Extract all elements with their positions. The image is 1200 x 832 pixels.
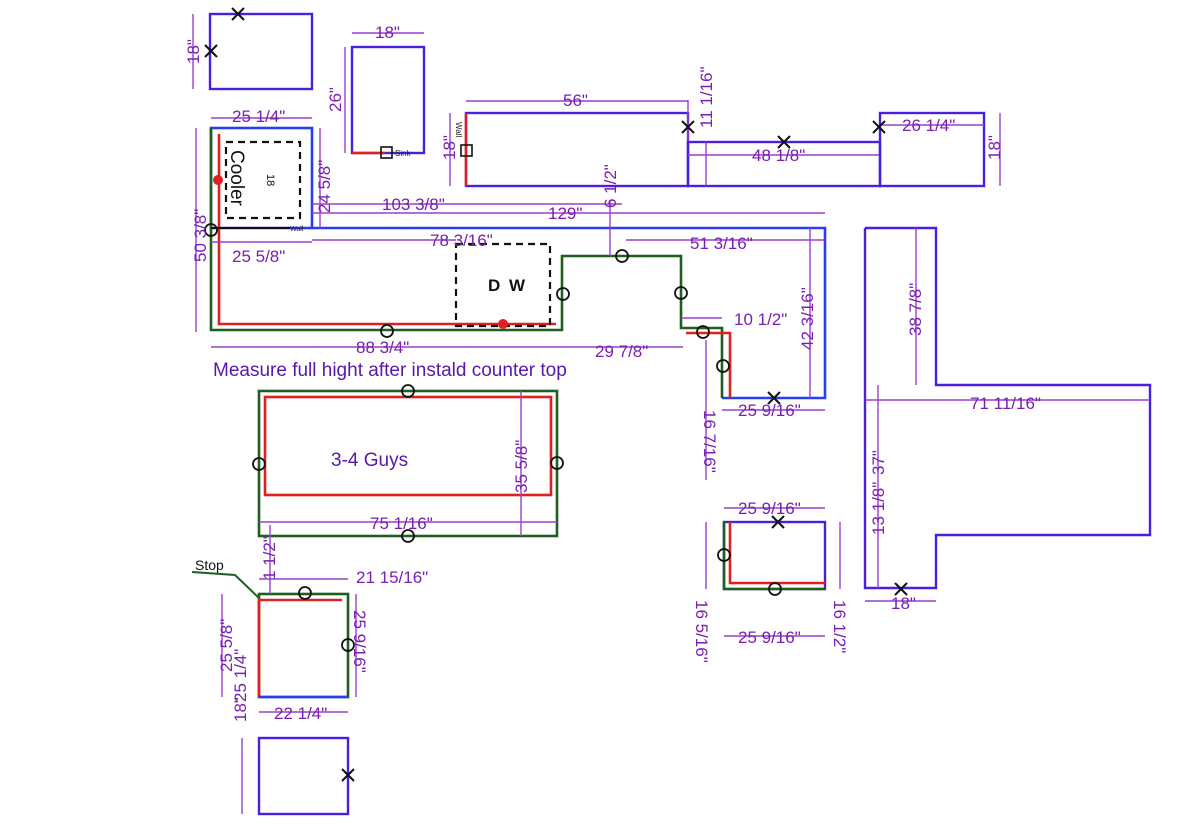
dim-25-1-4: 25 1/4" xyxy=(232,107,285,126)
dim-18-bottom: 18" xyxy=(231,697,250,722)
dim-48-1-8: 48 1/8" xyxy=(752,146,805,165)
dim-103-3-8: 103 3/8" xyxy=(382,195,445,214)
dim-78-3-16: 78 3/16" xyxy=(430,231,493,250)
island-label: 3-4 Guys xyxy=(331,450,408,471)
dim-25-1-4-left: 25 1/4" xyxy=(231,649,250,702)
dim-129: 129" xyxy=(548,204,582,223)
x-mark-icon xyxy=(894,582,908,596)
dim-51-3-16: 51 3/16" xyxy=(690,234,753,253)
island-counter: 3-4 Guys 35 5/8" 75 1/16" xyxy=(252,384,564,543)
dim-38-7-8: 38 7/8" xyxy=(906,283,925,336)
sink-mark-icon xyxy=(380,146,393,159)
dim-13-1-8: 13 1/8" xyxy=(869,482,888,535)
wall-mark-b: Wall xyxy=(290,226,304,233)
dim-10-1-2: 10 1/2" xyxy=(734,310,787,329)
dim-18-bottom-r: 18" xyxy=(891,594,916,613)
dim-18-small-cab: 18" xyxy=(375,23,400,42)
dim-18-right: 18" xyxy=(985,135,1004,160)
dim-24-5-8: 24 5/8" xyxy=(315,160,334,213)
upper-cabinets: Wall 56" 18" 11 1/16" 48 1/8" 26 1/4" 18… xyxy=(440,67,1004,188)
dim-21-15-16: 21 15/16" xyxy=(356,568,428,587)
main-counter: Cooler 18 D W xyxy=(204,126,827,405)
dim-25-9-16-c: 25 9/16" xyxy=(738,628,801,647)
cooler-18-label: 18 xyxy=(264,174,276,186)
x-mark-icon xyxy=(204,7,245,58)
x-mark-icon xyxy=(771,515,785,529)
x-mark-icon xyxy=(767,391,781,405)
dim-26: 26" xyxy=(326,87,345,112)
dw-label: D W xyxy=(488,276,527,295)
dim-18-left-56: 18" xyxy=(440,135,459,160)
dim-88-3-4: 88 3/4" xyxy=(356,338,409,357)
dim-29-7-8: 29 7/8" xyxy=(595,342,648,361)
main-counter-dimensions: 25 1/4" 24 5/8" 50 3/8" 25 5/8" 103 3/8"… xyxy=(191,107,825,480)
bottom-left-counter: Stop 1 1/2" 21 15/16" 25 5/8" 25 1/4" 25… xyxy=(191,525,428,723)
x-mark-icon xyxy=(681,120,886,149)
cooler-label: Cooler xyxy=(226,150,247,207)
dim-16-7-16: 16 7/16" xyxy=(700,410,719,473)
dim-11-1-16: 11 1/16" xyxy=(697,67,716,129)
cabinet-top-left: 18" xyxy=(184,7,314,91)
dim-35-5-8: 35 5/8" xyxy=(512,440,531,493)
dim-26-1-4: 26 1/4" xyxy=(902,116,955,135)
dim-50-3-8: 50 3/8" xyxy=(191,209,210,262)
dim-25-5-8-top: 25 5/8" xyxy=(232,247,285,266)
small-counter-25: 25 9/16" 16 5/16" 25 9/16" 16 1/2" xyxy=(692,499,849,663)
dim-22-1-4: 22 1/4" xyxy=(274,704,327,723)
dim-56: 56" xyxy=(563,91,588,110)
dim-37: 37" xyxy=(869,450,888,475)
dim-25-9-16-a: 25 9/16" xyxy=(738,401,801,420)
dim-71-11-16: 71 11/16" xyxy=(970,394,1041,413)
bottom-small-cabinet: 18" xyxy=(231,697,355,816)
dim-25-9-16-b: 25 9/16" xyxy=(738,499,801,518)
stop-label: Stop xyxy=(195,557,224,573)
sink-mark-label: Sink xyxy=(395,149,412,158)
dim-25-5-8-left: 25 5/8" xyxy=(217,619,236,672)
wall-mark-a: Wall xyxy=(454,122,463,137)
cabinet-18-by-26: 18" 26" Sink xyxy=(326,23,426,159)
x-mark-icon xyxy=(341,768,355,782)
dim-1-1-2: 1 1/2" xyxy=(260,536,279,580)
dim-25-9-16-side: 25 9/16" xyxy=(350,610,369,673)
dim-75-1-16: 75 1/16" xyxy=(370,514,433,533)
measure-note: Measure full hight after instald counter… xyxy=(213,360,567,381)
dim-16-5-16: 16 5/16" xyxy=(692,600,711,663)
dim-42-3-16: 42 3/16" xyxy=(798,287,817,350)
wall-mark-icon xyxy=(460,144,473,157)
dim-16-1-2: 16 1/2" xyxy=(830,600,849,653)
right-t-counter: 38 7/8" 71 11/16" 13 1/8" 37" 18" xyxy=(863,226,1152,613)
dim-18-top-left: 18" xyxy=(184,39,203,64)
